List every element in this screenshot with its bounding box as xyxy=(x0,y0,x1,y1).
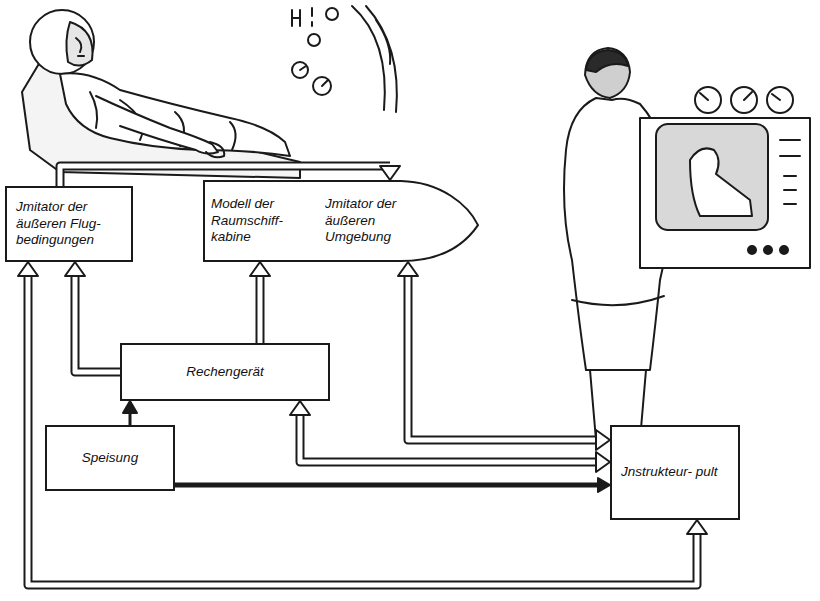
power-arrow xyxy=(123,401,137,425)
box-label: Speisung xyxy=(82,450,138,467)
visor xyxy=(66,22,92,66)
cabin-shape xyxy=(204,181,478,261)
seat xyxy=(22,60,300,178)
box-label: Rechengerät xyxy=(186,364,263,381)
monitor xyxy=(656,124,768,230)
panel-edge xyxy=(352,6,397,112)
arm xyxy=(96,96,218,154)
arrow-shaft-inner xyxy=(258,276,263,343)
arrow-shaft xyxy=(256,276,265,343)
box-label: Jnstrukteur- pult xyxy=(621,464,718,481)
gauge xyxy=(308,34,320,46)
button xyxy=(780,246,788,254)
arrow-head xyxy=(596,452,610,472)
button xyxy=(764,246,772,254)
arrow-head xyxy=(290,401,310,415)
arrow-shaft-inner xyxy=(75,276,120,372)
dial-needles xyxy=(700,92,780,100)
arrow-head xyxy=(380,166,400,180)
monitor-figure xyxy=(690,148,752,216)
arrow-head xyxy=(123,401,137,413)
arrow-head xyxy=(65,262,85,276)
face xyxy=(76,38,84,56)
arrow-shaft xyxy=(75,276,120,372)
cabin-model: Modell der Raumschiff- kabineJmitator de… xyxy=(203,180,478,262)
arrow-head xyxy=(18,262,38,276)
box-label: Jmitator der äußeren Flug- bedingungen xyxy=(16,199,122,250)
power-box: Speisung xyxy=(45,425,175,491)
power-arrow xyxy=(175,478,610,492)
instructor-hair xyxy=(586,50,628,72)
arrow-shaft xyxy=(175,483,598,488)
box-label: Modell der Raumschiff- kabine xyxy=(211,196,315,247)
simulator-box: Jmitator der äußeren Flug- bedingungen xyxy=(5,186,133,262)
box-label: Jmitator der äußeren Umgebung xyxy=(325,196,421,247)
instructor-belt xyxy=(572,296,664,305)
arrow-head xyxy=(398,262,418,276)
hollow-arrow xyxy=(398,262,610,450)
console-controls xyxy=(780,140,800,204)
arrow-shaft xyxy=(129,413,132,425)
arrow-head xyxy=(687,520,707,534)
console xyxy=(640,118,810,268)
computer-box: Rechengerät xyxy=(120,343,330,401)
button xyxy=(748,246,756,254)
suit-folds xyxy=(90,92,236,150)
helmet xyxy=(30,10,94,74)
arrow-head xyxy=(596,430,610,450)
arrow-shaft-inner xyxy=(28,276,697,585)
arrow-head xyxy=(598,478,610,492)
hollow-arrow xyxy=(18,262,707,585)
arrow-shaft xyxy=(408,276,596,440)
instructor-console-box: Jnstrukteur- pult xyxy=(610,425,740,520)
arrow-shaft-inner xyxy=(408,276,596,440)
arrow-head xyxy=(250,262,270,276)
arrow-shaft xyxy=(28,276,697,585)
hand xyxy=(206,142,224,157)
gauge-marks xyxy=(292,8,328,86)
hollow-arrow xyxy=(65,262,120,372)
hollow-arrow xyxy=(250,262,270,343)
instructor-head xyxy=(585,48,630,98)
suit xyxy=(60,73,290,156)
gauge xyxy=(326,8,338,20)
